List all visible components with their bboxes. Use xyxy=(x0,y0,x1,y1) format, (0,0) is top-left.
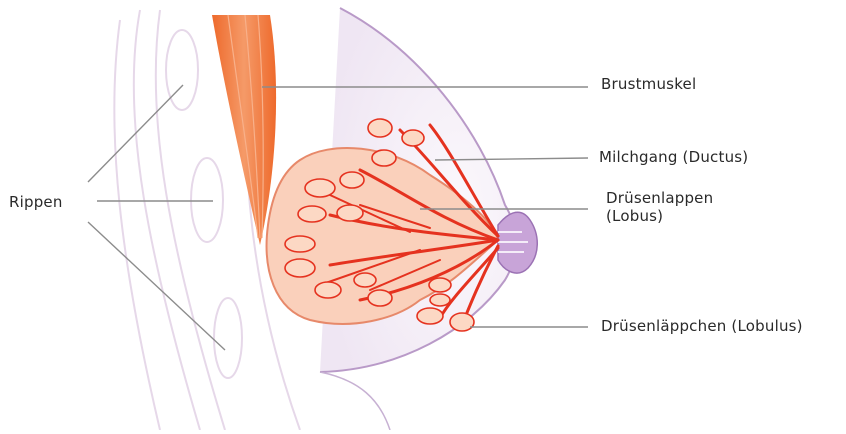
rib-oval-lower xyxy=(214,298,242,378)
rib-oval-middle xyxy=(191,158,223,242)
chest-wall-line-back xyxy=(114,20,160,430)
nipple xyxy=(498,212,537,273)
breast-skin-lower xyxy=(320,372,390,430)
label-druesenlappen: Drüsenlappen (Lobus) xyxy=(606,189,746,225)
label-milchgang: Milchgang (Ductus) xyxy=(599,148,748,166)
label-brustmuskel: Brustmuskel xyxy=(601,75,696,93)
label-druesenlaeppchen: Drüsenläppchen (Lobulus) xyxy=(601,317,803,335)
leader-rippen-upper xyxy=(88,85,183,182)
label-rippen: Rippen xyxy=(9,193,63,211)
